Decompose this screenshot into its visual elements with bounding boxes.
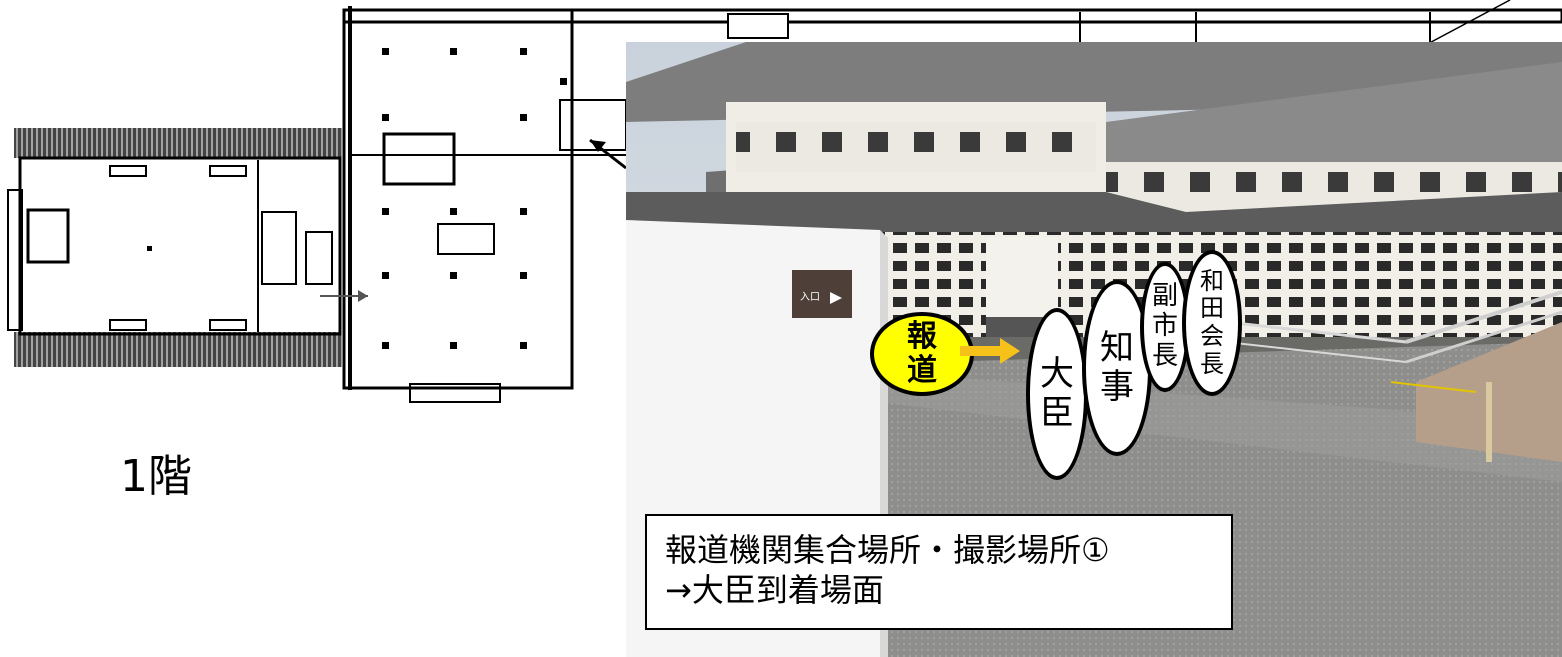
- minister-char-2: 臣: [1040, 393, 1074, 433]
- caption-box: 報道機関集合場所・撮影場所① →大臣到着場面: [645, 514, 1233, 630]
- caption-line-2: →大臣到着場面: [665, 571, 884, 609]
- chairman-char-2: 田: [1200, 294, 1224, 323]
- chairman-char-4: 長: [1200, 349, 1224, 378]
- vice-mayor-char-1: 副: [1151, 281, 1178, 312]
- vice-mayor-char-3: 長: [1151, 340, 1178, 371]
- chairman-marker: 和 田 会 長: [1182, 250, 1242, 396]
- floor-label: 1階: [120, 451, 192, 502]
- chairman-char-1: 和: [1200, 266, 1224, 295]
- main-hall: [320, 0, 1562, 403]
- caption-line-1: 報道機関集合場所・撮影場所①: [665, 531, 1110, 569]
- governor-char-1: 知: [1100, 327, 1134, 368]
- press-marker-char-1: 報: [907, 318, 937, 354]
- minister-char-1: 大: [1040, 353, 1074, 394]
- left-wing: [7, 128, 344, 367]
- column-markers: [382, 48, 567, 349]
- chairman-char-3: 会: [1200, 322, 1224, 350]
- entrance-sign-text: 入口: [800, 292, 820, 303]
- press-marker: 報 道: [870, 312, 974, 396]
- minister-marker: 大 臣: [1026, 308, 1088, 480]
- governor-char-2: 事: [1100, 367, 1134, 407]
- press-arrow: [960, 338, 1020, 364]
- press-marker-char-2: 道: [907, 353, 937, 388]
- vice-mayor-char-2: 市: [1151, 311, 1178, 342]
